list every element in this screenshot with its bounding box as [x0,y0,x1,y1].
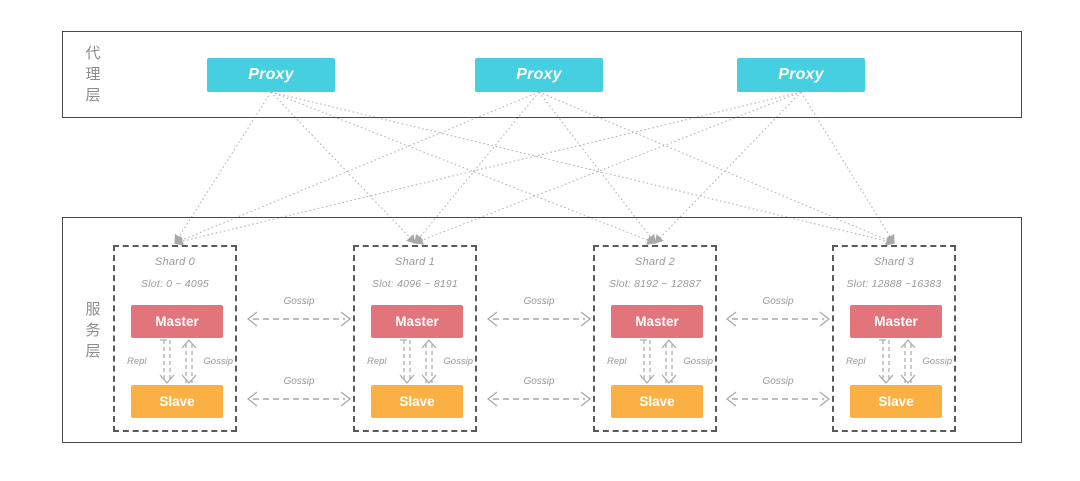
gossip-link-slave-1-2-label: Gossip [523,376,555,387]
gossip-link-master-1-2-label: Gossip [523,296,555,307]
proxy-node-2-label: Proxy [778,66,824,83]
shard-1-gossip-label: Gossip [443,356,473,367]
proxy-node-2[interactable]: Proxy [737,58,865,92]
shard-2-master-label: Master [635,314,679,329]
shard-0-repl-label: Repl [127,356,147,367]
service-layer-label: 服 务 层 [80,299,106,362]
gossip-link-master-0-1: Gossip [243,296,355,330]
gossip-arrow-master-2-3 [725,311,831,327]
proxy-layer-label: 代 理 层 [80,43,106,106]
shard-2-arrow-glyphs [639,339,677,384]
service-layer-container [62,217,1022,443]
gossip-link-slave-0-1: Gossip [243,376,355,410]
shard-3-master-node[interactable]: Master [850,305,942,338]
shard-1-repl-label: Repl [367,356,387,367]
shard-0-master-label: Master [155,314,199,329]
shard-0-title: Shard 0 [155,256,195,268]
proxy-layer-label-char-2: 理 [85,66,101,83]
shard-2-internal-links: Repl Gossip [607,338,713,385]
shard-2-slave-label: Slave [639,394,675,409]
proxy-layer-label-char-1: 代 [85,45,101,62]
shard-3-slave-node[interactable]: Slave [850,385,942,418]
shard-2-slave-node[interactable]: Slave [611,385,703,418]
shard-1-internal-links: Repl Gossip [367,338,473,385]
shard-2-gossip-label: Gossip [683,356,713,367]
shard-0-slave-label: Slave [159,394,195,409]
gossip-link-slave-2-3: Gossip [722,376,834,410]
shard-2-master-node[interactable]: Master [611,305,703,338]
shard-2-repl-label: Repl [607,356,627,367]
shard-1-master-label: Master [395,314,439,329]
shard-box-3[interactable]: Shard 3 Slot: 12888 ~16383 Master [832,245,956,432]
shard-3-title: Shard 3 [874,256,914,268]
proxy-layer-container [62,31,1022,118]
shard-0-gossip-label: Gossip [203,356,233,367]
gossip-link-master-2-3-label: Gossip [762,296,794,307]
shard-2-slot-range: Slot: 8192 ~ 12887 [608,278,702,290]
shard-box-2[interactable]: Shard 2 Slot: 8192 ~ 12887 Master [593,245,717,432]
shard-box-1[interactable]: Shard 1 Slot: 4096 ~ 8191 Master [353,245,477,432]
shard-3-repl-label: Repl [846,356,866,367]
service-layer-label-char-1: 服 [85,301,101,318]
shard-3-internal-links: Repl Gossip [846,338,952,385]
shard-3-master-label: Master [874,314,918,329]
shard-1-title: Shard 1 [395,256,435,268]
gossip-arrow-master-1-2 [486,311,592,327]
proxy-layer-label-char-3: 层 [85,87,101,104]
shard-0-slave-node[interactable]: Slave [131,385,223,418]
proxy-node-0[interactable]: Proxy [207,58,335,92]
gossip-link-master-1-2: Gossip [483,296,595,330]
shard-1-slave-label: Slave [399,394,435,409]
gossip-link-slave-1-2: Gossip [483,376,595,410]
gossip-arrow-slave-1-2 [486,391,592,407]
shard-3-arrow-glyphs [878,339,916,384]
gossip-arrow-slave-2-3 [725,391,831,407]
shard-0-arrow-glyphs [159,339,197,384]
shard-1-slave-node[interactable]: Slave [371,385,463,418]
service-layer-label-char-2: 务 [85,322,101,339]
shard-1-master-node[interactable]: Master [371,305,463,338]
gossip-arrow-master-0-1 [246,311,352,327]
shard-box-0[interactable]: Shard 0 Slot: 0 ~ 4095 Master R [113,245,237,432]
shard-1-arrow-glyphs [399,339,437,384]
shard-0-internal-links: Repl Gossip [127,338,233,385]
gossip-link-slave-2-3-label: Gossip [762,376,794,387]
gossip-arrow-slave-0-1 [246,391,352,407]
proxy-node-1[interactable]: Proxy [475,58,603,92]
shard-3-gossip-label: Gossip [922,356,952,367]
gossip-link-slave-0-1-label: Gossip [283,376,315,387]
gossip-link-master-2-3: Gossip [722,296,834,330]
proxy-node-1-label: Proxy [516,66,562,83]
shard-0-slot-range: Slot: 0 ~ 4095 [141,278,209,290]
proxy-node-0-label: Proxy [248,66,294,83]
shard-2-title: Shard 2 [635,256,675,268]
gossip-link-master-0-1-label: Gossip [283,296,315,307]
shard-3-slave-label: Slave [878,394,914,409]
service-layer-label-char-3: 层 [85,343,101,360]
shard-0-master-node[interactable]: Master [131,305,223,338]
shard-3-slot-range: Slot: 12888 ~16383 [846,278,942,290]
shard-1-slot-range: Slot: 4096 ~ 8191 [371,278,458,290]
